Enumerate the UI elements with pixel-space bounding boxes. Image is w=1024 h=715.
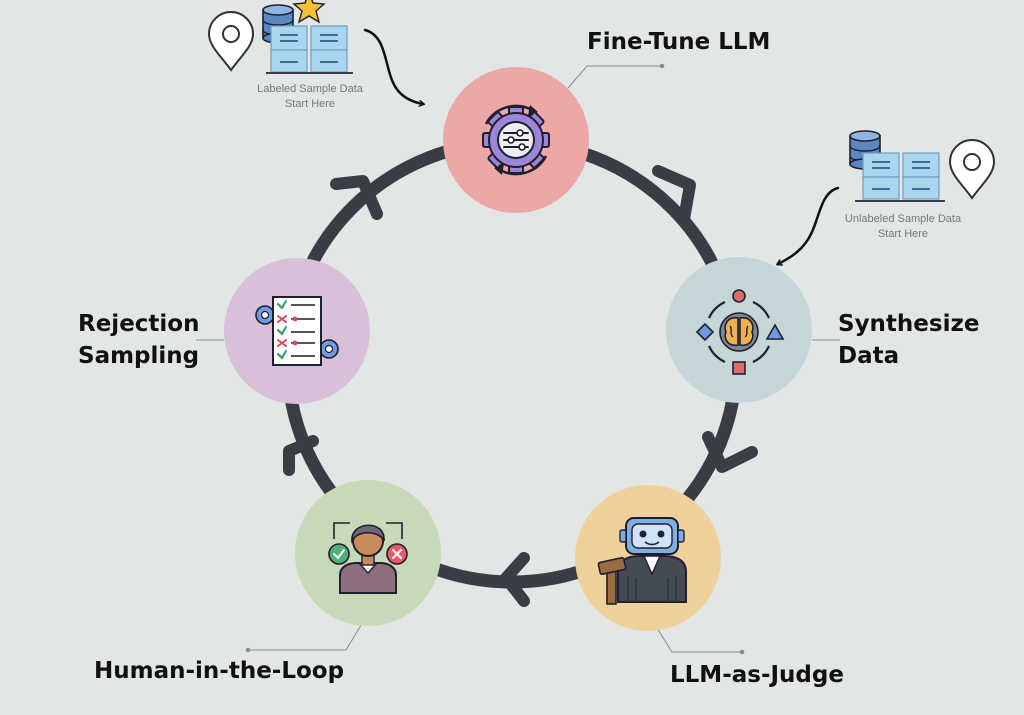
star-icon [292,0,326,24]
brain-shapes-icon [695,289,785,375]
chevron-right-upper [652,165,696,225]
document-stack-icon [855,152,945,202]
unlabeled-data-note: Unlabeled Sample Data Start Here [828,212,978,242]
direction-chevrons [283,165,758,607]
checklist-gears-icon [255,296,339,366]
location-pin-icon [207,11,255,72]
document-stack-icon [266,25,353,74]
labeled-data-note: Labeled Sample Data Start Here [240,82,380,112]
rejection-label-line1: Rejection [78,311,200,337]
synthesize-label-line1: Synthesize [838,311,980,337]
fine-tune-label: Fine-Tune LLM [587,29,771,55]
human-label: Human-in-the-Loop [94,658,345,684]
chevron-bottom [500,552,530,607]
location-pin-icon [948,139,996,200]
judge-node [575,485,721,631]
rejection-label-line2: Sampling [78,343,200,369]
chevron-right-lower [702,431,758,473]
leader-lines [196,63,840,655]
unlabeled-note-line1: Unlabeled Sample Data [844,213,962,225]
rejection-label: Rejection Sampling [78,308,199,372]
chevron-left-lower [283,435,319,476]
labeled-note-line1: Labeled Sample Data [257,83,363,95]
labeled-note-line2: Start Here [284,98,336,110]
human-node [295,480,441,626]
human-reviewer-icon [328,522,408,594]
robot-judge-icon [597,517,687,605]
gear-sliders-icon [482,104,550,176]
judge-label: LLM-as-Judge [670,662,844,688]
synthesize-node [666,257,812,403]
fine-tune-node [443,67,589,213]
rejection-node [224,258,370,404]
unlabeled-note-line2: Start Here [877,228,929,240]
synthesize-label: Synthesize Data [838,308,979,372]
synthesize-label-line2: Data [838,343,900,369]
unlabeled-start-arrow [776,186,840,266]
labeled-start-arrow [363,28,426,107]
chevron-left-upper [330,175,383,220]
